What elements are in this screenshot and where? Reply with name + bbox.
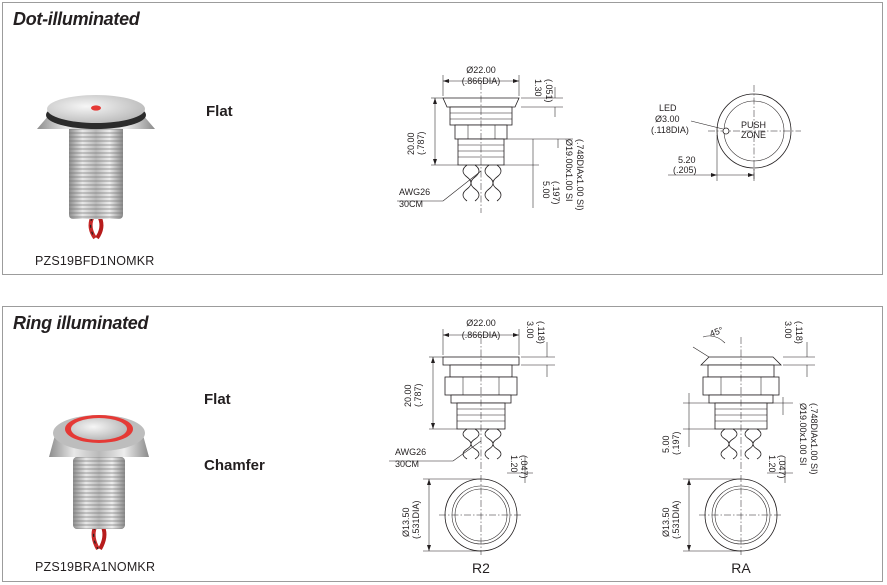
- top-view-drawing: LED Ø3.00 (.118DIA) PUSH ZONE 5.20 (.205…: [651, 85, 801, 181]
- ring-illuminated-artwork: Ø22.00 (.866DIA) 3.00 (.118) 20.00 (.787…: [49, 318, 819, 576]
- dim-body-height: 20.00: [403, 384, 413, 407]
- led-label: LED: [659, 103, 677, 113]
- dim-bottom-height-2-in: (.047): [777, 455, 787, 479]
- type-label-flat: Flat: [206, 103, 233, 120]
- dim-diameter: Ø22.00: [466, 65, 496, 75]
- dim-top-height-in: (.051): [544, 79, 554, 103]
- variant-label-ra: RA: [731, 560, 751, 576]
- wire-gauge-label: AWG26: [395, 447, 426, 457]
- dim-diameter: Ø22.00: [466, 318, 496, 328]
- dim-bottom-height-in: (.047): [519, 455, 529, 479]
- push-zone-label-1: PUSH: [741, 120, 766, 130]
- dim-lead-length: 5.00: [541, 181, 551, 199]
- dim-top-height: 1.30: [533, 79, 543, 97]
- dim-diameter-in: (.866DIA): [462, 330, 501, 340]
- ra-side-view-drawing: 45° 3.00 (.118) 5.00 (.197) Ø19.00x1.00 …: [661, 321, 819, 483]
- dim-thread: Ø19.00x1.00 SI: [564, 139, 574, 202]
- dim-body-height-in: (.787): [413, 383, 423, 407]
- dim-body-height: 20.00: [406, 132, 416, 155]
- side-view-drawing: Ø22.00 (.866DIA) 1.30 (.051) 20.00 (.787…: [397, 65, 585, 213]
- product-photo-dot: [37, 95, 155, 240]
- dot-illuminated-artwork: Ø22.00 (.866DIA) 1.30 (.051) 20.00 (.787…: [37, 65, 801, 240]
- type-label-chamfer: Chamfer: [204, 457, 265, 474]
- dim-diameter-in: (.866DIA): [462, 76, 501, 86]
- dim-bottom-height-2: 1.20: [767, 455, 777, 473]
- ra-ring-view-drawing: Ø13.50 (.531DIA) RA: [661, 475, 783, 576]
- wire-gauge-label: AWG26: [399, 187, 430, 197]
- dim-lead-length-in: (.197): [671, 431, 681, 455]
- dim-body-height-in: (.787): [416, 131, 426, 155]
- dim-chamfer-top: 3.00: [783, 321, 793, 339]
- dim-offset-in: (.205): [673, 165, 697, 175]
- product-photo-ring: [49, 415, 149, 551]
- dim-ring-diameter-in: (.531DIA): [411, 500, 421, 539]
- wire-length-label: 30CM: [395, 459, 419, 469]
- dim-thread-in: (.748DIAx1.00 SI): [575, 139, 585, 211]
- dim-ring-diameter: Ø13.50: [401, 507, 411, 537]
- dim-top-height-in: (.118): [536, 321, 546, 344]
- type-label-flat: Flat: [204, 391, 231, 408]
- dim-chamfer-angle: 45°: [708, 325, 725, 339]
- section-title: Dot-illuminated: [13, 9, 140, 29]
- led-diameter-in: (.118DIA): [651, 125, 689, 135]
- dim-ring-diameter-2: Ø13.50: [661, 507, 671, 537]
- dim-lead-length: 5.00: [661, 435, 671, 453]
- dim-bottom-height: 1.20: [509, 455, 519, 473]
- r2-side-view-drawing: Ø22.00 (.866DIA) 3.00 (.118) 20.00 (.787…: [389, 318, 555, 483]
- section-title: Ring illuminated: [13, 313, 149, 333]
- push-zone-label-2: ZONE: [741, 130, 766, 140]
- part-number: PZS19BFD1NOMKR: [35, 254, 155, 268]
- dim-thread-in: (.748DIAx1.00 SI): [809, 403, 819, 475]
- led-diameter: Ø3.00: [655, 114, 680, 124]
- dim-top-height: 3.00: [525, 321, 535, 339]
- dim-thread: Ø19.00x1.00 SI: [798, 403, 808, 466]
- variant-label-r2: R2: [472, 560, 490, 576]
- dot-illuminated-panel: Dot-illuminated Flat PZS19BFD1NOMKR: [2, 2, 883, 275]
- wire-length-label: 30CM: [399, 199, 423, 209]
- dim-offset: 5.20: [678, 155, 696, 165]
- dim-chamfer-top-in: (.118): [794, 321, 804, 344]
- r2-ring-view-drawing: Ø13.50 (.531DIA) R2: [401, 475, 523, 576]
- dim-lead-length-in: (.197): [551, 181, 561, 205]
- part-number: PZS19BRA1NOMKR: [35, 560, 156, 574]
- ring-illuminated-panel: Ring illuminated Flat Chamfer PZS19BRA1N…: [2, 306, 883, 582]
- dim-ring-diameter-2-in: (.531DIA): [671, 500, 681, 539]
